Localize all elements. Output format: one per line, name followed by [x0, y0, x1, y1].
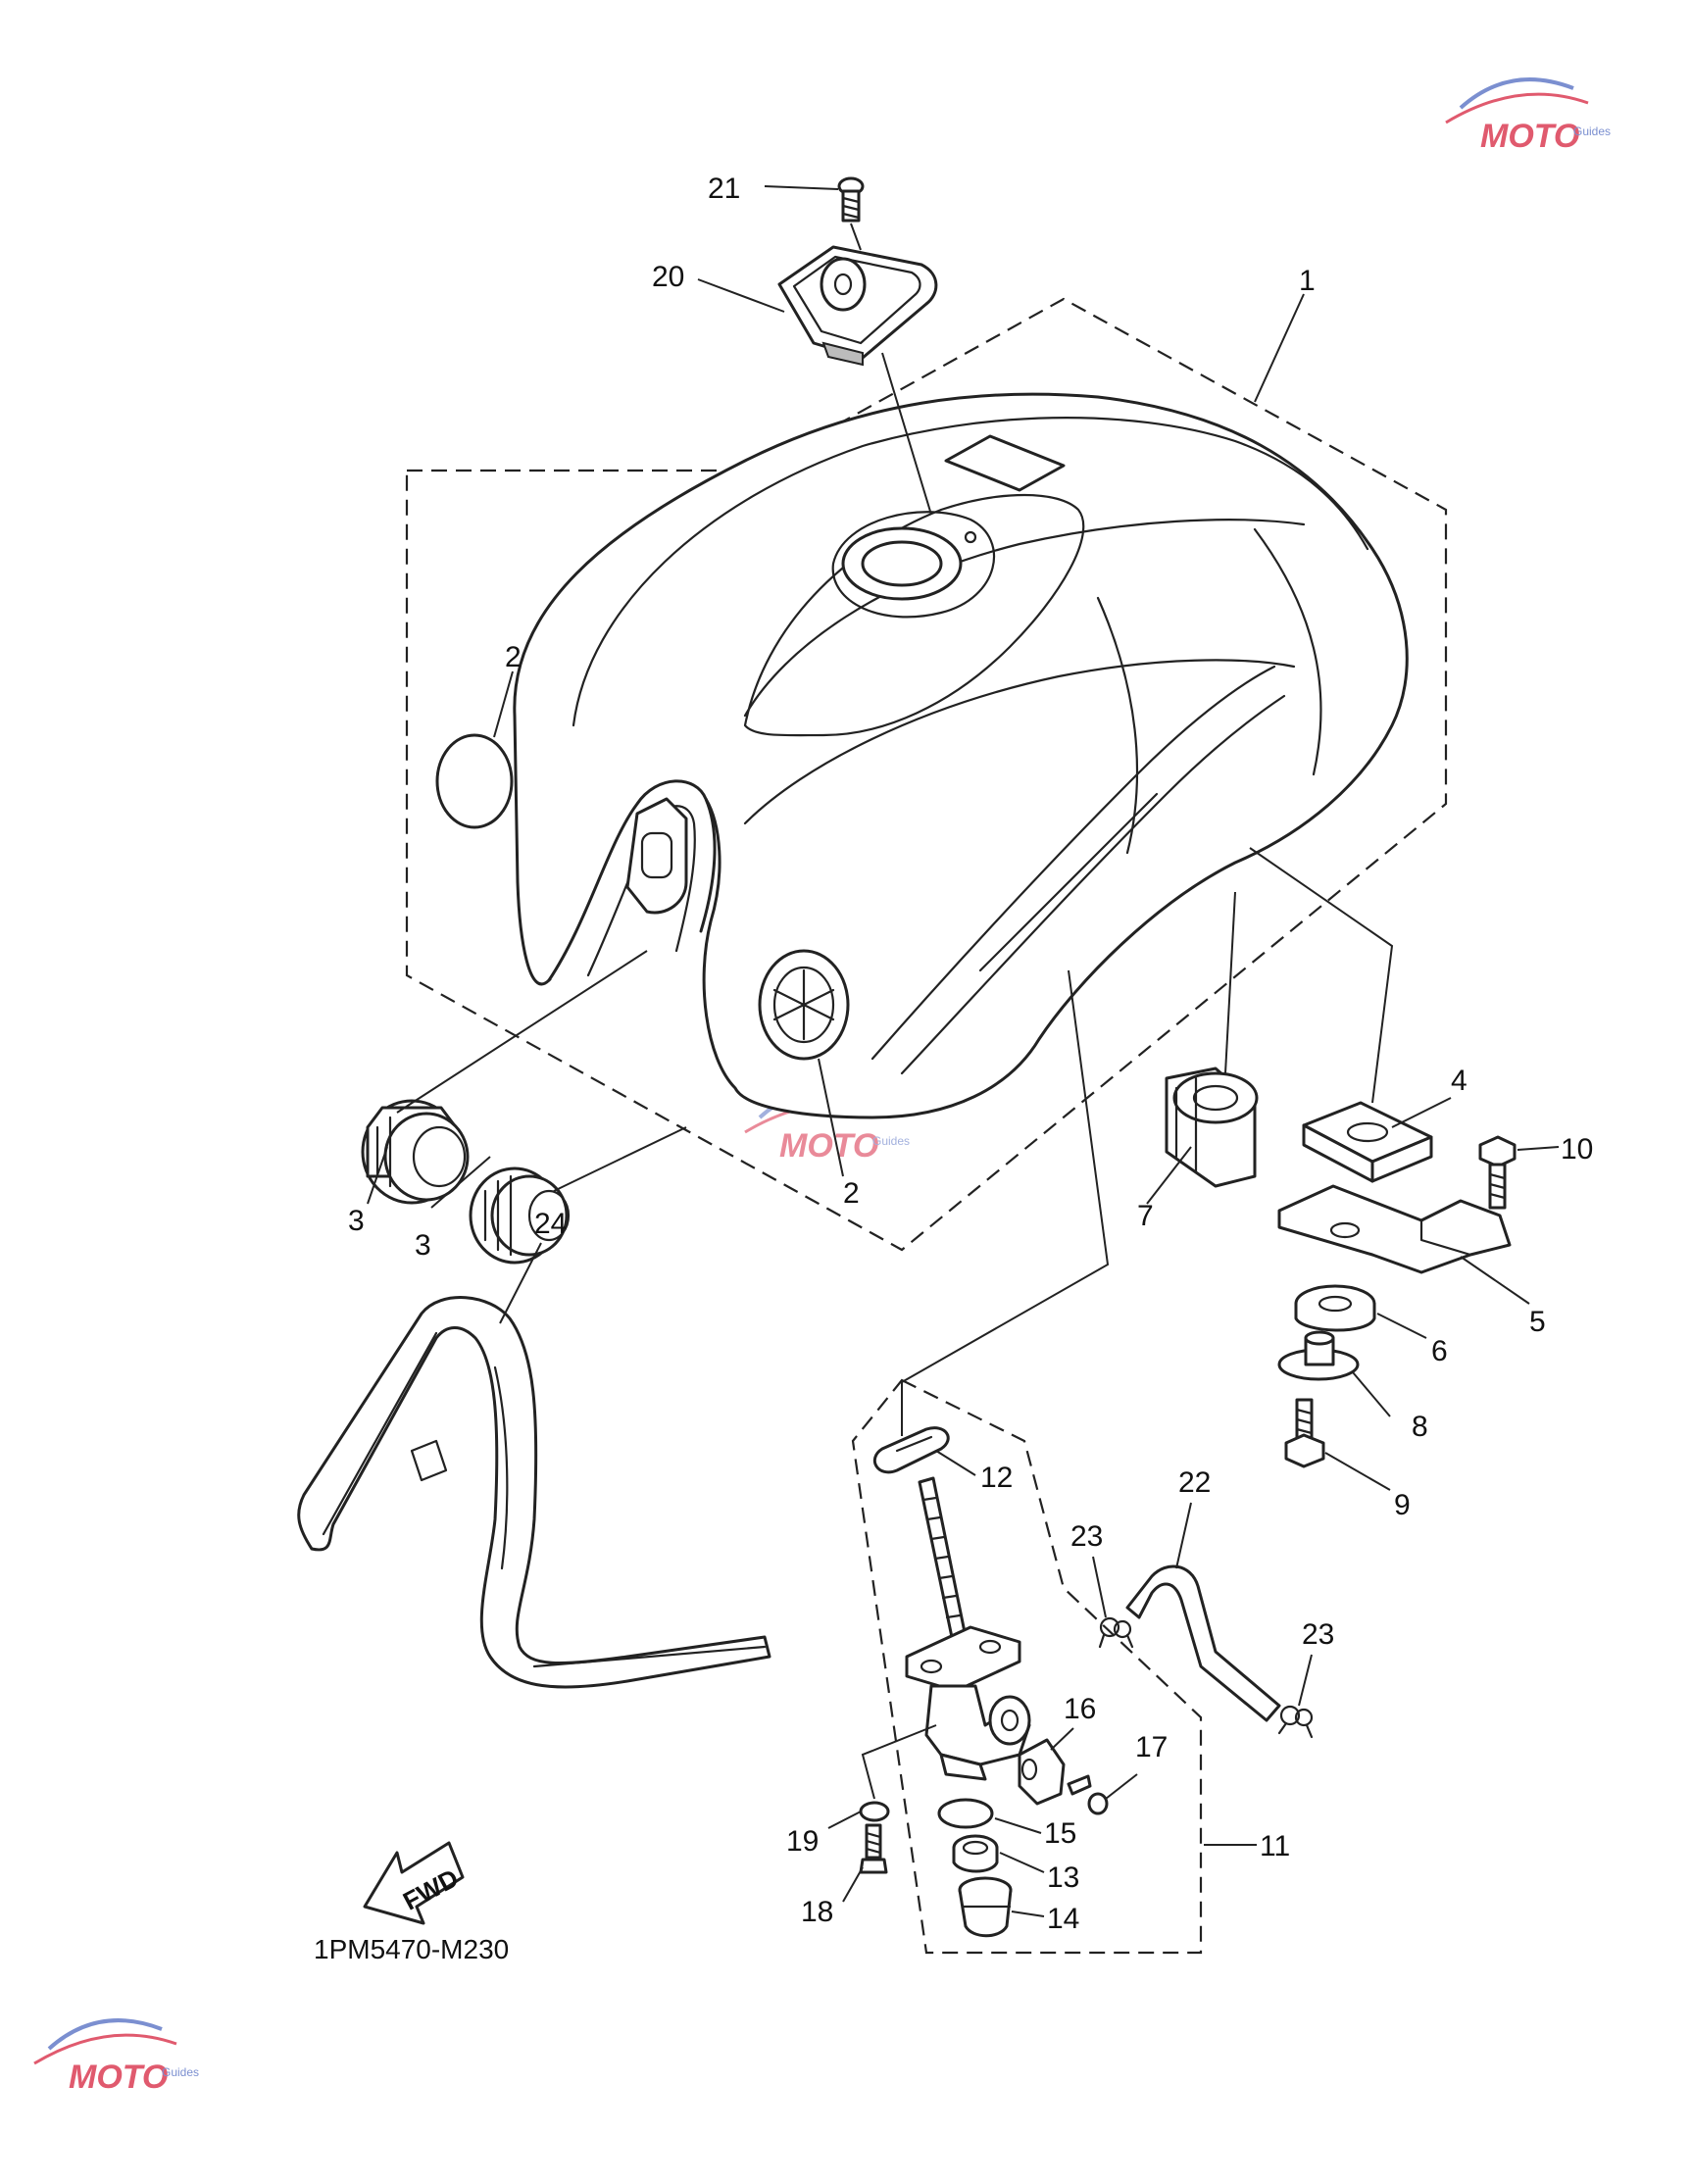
tank-side-decal-2 [900, 694, 1286, 1075]
watermark-brand-top: MOTO [1480, 118, 1579, 155]
fwd-direction-arrow: FWD [363, 1841, 465, 1925]
callout-24: 24 [534, 1208, 567, 1240]
part-24-drain-hose [297, 1296, 771, 1689]
callout-4: 4 [1451, 1065, 1467, 1097]
petcock-assembly-boundary [851, 1378, 1203, 1955]
callout-13: 13 [1047, 1861, 1079, 1894]
part-19-washer [859, 1801, 890, 1822]
part-6-washer [1294, 1284, 1376, 1332]
part-9-bolt [1284, 1398, 1325, 1468]
part-8-collar [1277, 1330, 1360, 1381]
part-23-clip-b [1277, 1705, 1314, 1739]
callout-2-lower: 2 [843, 1177, 860, 1210]
part-17-screw [1067, 1774, 1109, 1815]
callout-20: 20 [652, 261, 684, 293]
filler-neck-inner [861, 540, 943, 587]
filler-neck-plate [831, 511, 996, 619]
part-21-screw [837, 176, 865, 223]
diagram-code: 1PM5470-M230 [314, 1934, 509, 1964]
tank-side-decal-3 [978, 792, 1159, 972]
mount-bracket-slot [640, 831, 673, 879]
watermark-logo-top: MOTO Guides [1445, 77, 1611, 155]
callout-22: 22 [1178, 1466, 1211, 1499]
callout-16: 16 [1064, 1693, 1096, 1725]
part-7-damper [1165, 1067, 1259, 1188]
callout-12: 12 [980, 1462, 1013, 1494]
callout-9: 9 [1394, 1489, 1411, 1521]
callout-10: 10 [1561, 1133, 1593, 1166]
part-22-fuel-hose [1125, 1564, 1281, 1722]
callout-labels: 21 20 1 2 2 3 3 24 7 4 10 5 6 8 9 12 22 … [348, 173, 1593, 1935]
callout-14: 14 [1047, 1903, 1079, 1935]
callout-2-left: 2 [505, 641, 522, 673]
watermark-sub-bottom: Guides [162, 2065, 199, 2079]
callout-6: 6 [1431, 1335, 1448, 1367]
callout-23-a: 23 [1070, 1520, 1103, 1553]
callout-23-b: 23 [1302, 1618, 1334, 1651]
callout-21: 21 [708, 173, 740, 205]
part-4-rubber-pad [1302, 1101, 1433, 1183]
part-5-bracket [1277, 1184, 1512, 1274]
tank-caution-label [944, 434, 1066, 492]
tank-rear-curve [1253, 527, 1322, 776]
callout-3-a: 3 [348, 1205, 365, 1237]
watermark-brand-center: MOTO [779, 1127, 878, 1165]
part-16-lever [1018, 1738, 1066, 1806]
part-15-o-ring [937, 1798, 994, 1829]
petcock-body [905, 1476, 1031, 1781]
callout-5: 5 [1529, 1306, 1546, 1338]
tank-front-mount-bracket [625, 797, 688, 915]
part-18-screw [859, 1823, 888, 1874]
fuel-tank [513, 392, 1409, 1119]
filler-bolt-hole [964, 530, 977, 544]
part-3-grommet-a [361, 1099, 470, 1205]
watermark-sub-top: Guides [1573, 124, 1611, 138]
part-10-bolt [1478, 1135, 1517, 1210]
callout-8: 8 [1412, 1411, 1428, 1443]
part-20-cap-bracket [777, 245, 938, 367]
watermark-brand-bottom: MOTO [69, 2059, 168, 2096]
part-2-emblem-left [435, 733, 514, 829]
tank-side-decal [870, 665, 1276, 1061]
part-23-clip-a [1098, 1616, 1134, 1649]
callout-17: 17 [1135, 1731, 1168, 1763]
part-3-grommet-b [469, 1166, 571, 1265]
part-14-bowl [958, 1876, 1013, 1938]
watermark-sub-center: Guides [872, 1134, 910, 1148]
part-12-gasket [872, 1426, 950, 1474]
callout-18: 18 [801, 1896, 833, 1928]
tank-side-line [1096, 596, 1139, 855]
tank-contour-upper [572, 417, 1369, 727]
callout-7: 7 [1137, 1200, 1154, 1232]
callout-1: 1 [1299, 265, 1316, 297]
callout-3-b: 3 [415, 1229, 431, 1262]
part-13-strainer [952, 1834, 999, 1873]
watermark-logo-center: MOTO Guides [744, 1087, 910, 1165]
tank-contour-mid [743, 519, 1306, 718]
leader-lines [367, 185, 1560, 1917]
tank-contour-lower [743, 659, 1296, 825]
callout-11: 11 [1260, 1830, 1290, 1862]
watermark-logo-bottom: MOTO Guides [33, 2018, 199, 2096]
tank-emblem [758, 949, 850, 1061]
callout-19: 19 [786, 1825, 819, 1858]
callout-15: 15 [1044, 1817, 1076, 1850]
